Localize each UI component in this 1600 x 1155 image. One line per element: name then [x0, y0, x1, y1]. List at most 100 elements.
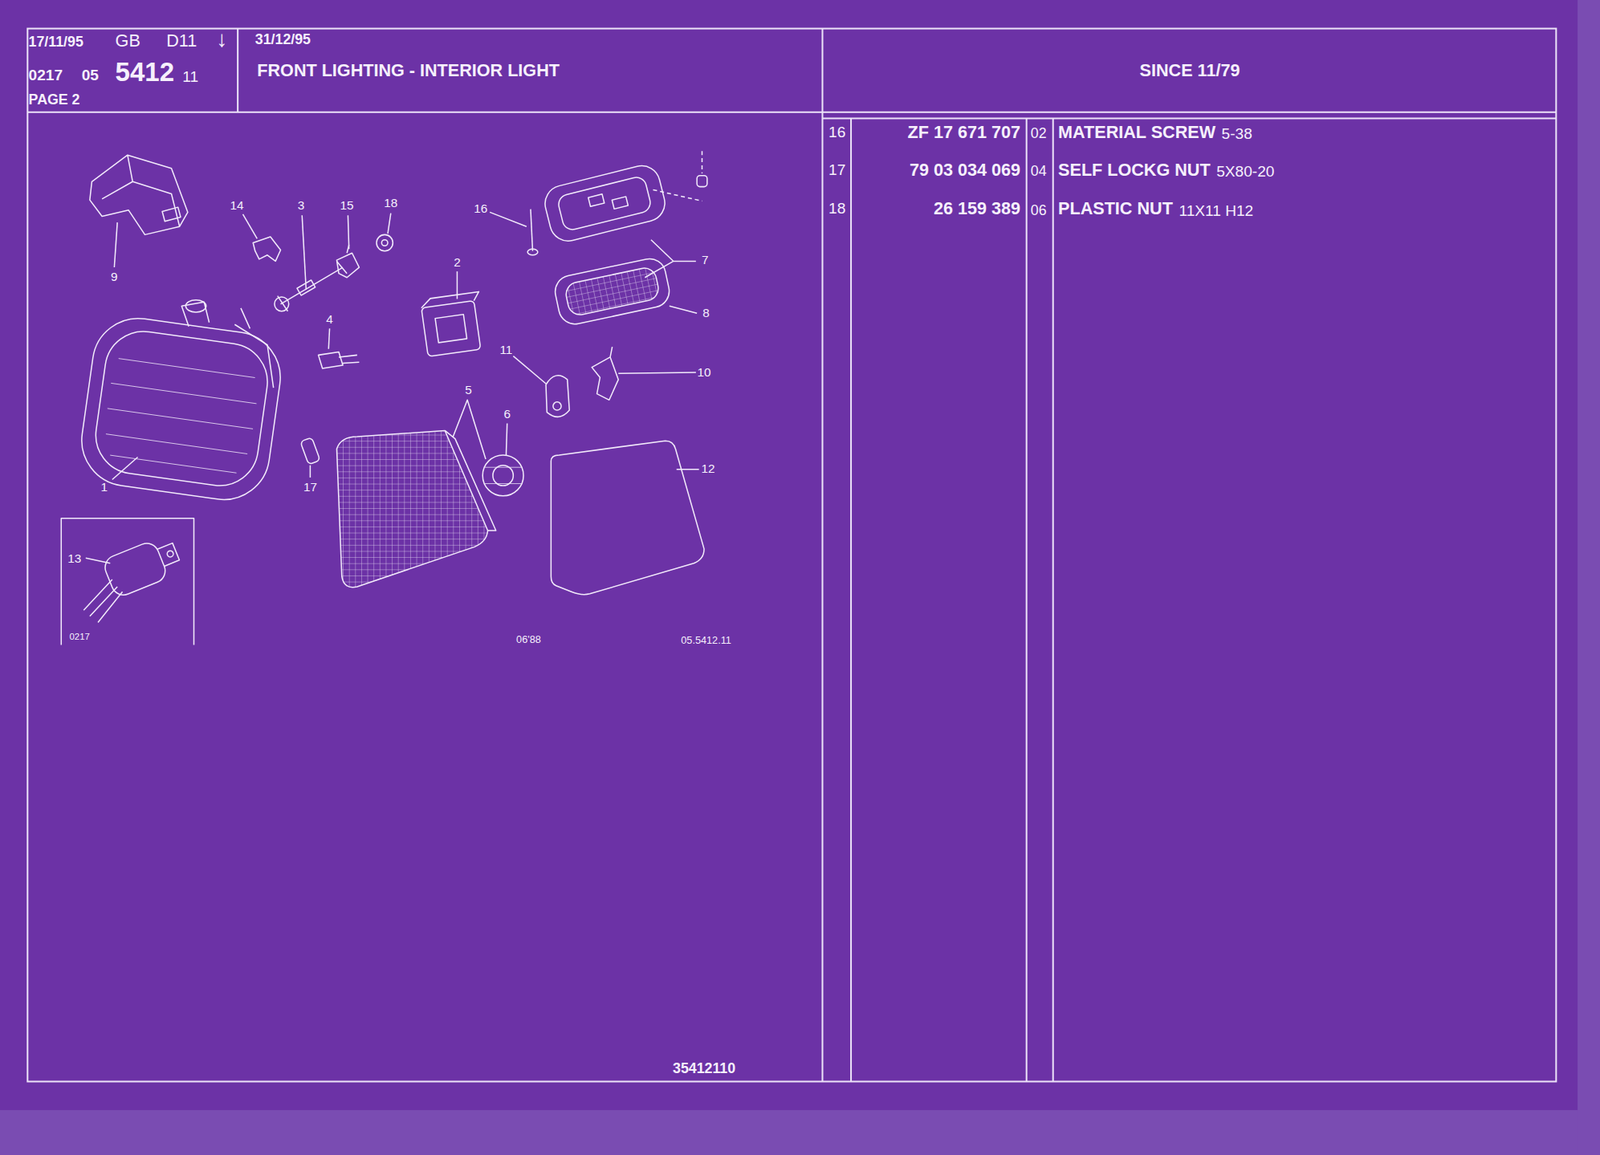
- callout-number: 12: [701, 461, 716, 477]
- table-frame: [27, 111, 1556, 114]
- arrow-mark: ↓: [216, 26, 228, 53]
- parts-illustration: [300, 437, 321, 465]
- callout-number: 8: [702, 305, 710, 321]
- parts-illustration: [444, 430, 497, 531]
- parts-illustration: [277, 260, 347, 311]
- callout-number: 10: [697, 365, 712, 380]
- parts-illustration: [376, 234, 393, 251]
- parts-illustration: [101, 533, 184, 599]
- parts-illustration: [61, 150, 708, 645]
- callout-number: 2: [453, 255, 461, 270]
- quantity: 04: [1030, 162, 1047, 180]
- table-frame: [1025, 118, 1028, 1082]
- parts-illustration: [336, 430, 488, 587]
- frame-number: 35412110: [672, 1060, 736, 1077]
- callout-number: 17: [303, 480, 318, 495]
- part-name: MATERIAL SCREW: [1058, 122, 1216, 143]
- parts-illustration: [101, 358, 261, 475]
- parts-illustration: [452, 399, 486, 460]
- parts-illustration: [676, 468, 700, 471]
- parts-illustration: [652, 189, 702, 201]
- callout-number: 9: [110, 269, 119, 285]
- parts-illustration: [243, 214, 258, 240]
- parts-illustration: [530, 209, 534, 252]
- parts-illustration: [435, 314, 467, 343]
- parts-illustration: [696, 175, 708, 188]
- section-number: 5412: [115, 56, 175, 88]
- table-frame: [822, 117, 1556, 119]
- parts-illustration: [301, 215, 306, 290]
- parts-illustration: [492, 465, 513, 486]
- parts-illustration: [61, 518, 194, 646]
- parts-illustration: [75, 312, 286, 505]
- parts-illustration: [527, 248, 538, 256]
- parts-illustration: [552, 256, 672, 328]
- parts-illustration: [588, 194, 605, 207]
- parts-illustration: [83, 579, 123, 623]
- callout-number: 5: [464, 382, 473, 398]
- drawing-date: 06'88: [516, 634, 542, 647]
- film-edge: [1577, 0, 1600, 1155]
- parts-illustration: [545, 375, 570, 418]
- table-frame: [1052, 118, 1055, 1082]
- page-number: PAGE 2: [28, 91, 81, 108]
- parts-illustration: [112, 456, 139, 480]
- parts-illustration: [336, 244, 359, 278]
- parts-illustration: [618, 372, 697, 374]
- parts-illustration: [489, 211, 527, 227]
- parts-illustration: [421, 301, 481, 358]
- callout-number: 4: [325, 312, 334, 327]
- language-code: GB: [115, 31, 141, 52]
- parts-illustration: [701, 150, 704, 174]
- parts-illustration: [274, 297, 290, 312]
- parts-illustration: [512, 356, 546, 384]
- parts-illustration: [89, 154, 188, 235]
- parts-illustration: [553, 402, 562, 411]
- parts-illustration: [541, 162, 669, 245]
- catalog-code: 0217: [28, 66, 63, 85]
- since-date: SINCE 11/79: [1139, 61, 1241, 82]
- parts-illustration: [85, 557, 111, 563]
- parts-illustration: [387, 213, 391, 234]
- parts-illustration: [90, 326, 273, 492]
- parts-illustration: [484, 467, 522, 484]
- table-frame: [821, 28, 823, 1083]
- part-name: SELF LOCKG NUT: [1058, 160, 1211, 181]
- parts-illustration: [347, 215, 349, 249]
- parts-illustration: [185, 300, 206, 313]
- inset-code: 0217: [69, 631, 90, 643]
- parts-illustration: [482, 455, 524, 497]
- parts-illustration: [611, 196, 628, 209]
- callout-number: 11: [500, 342, 513, 358]
- item-number: 17: [828, 161, 846, 180]
- parts-illustration: [157, 543, 180, 567]
- model-code: D11: [166, 31, 197, 52]
- film-edge: [0, 1110, 1600, 1155]
- table-frame: [27, 28, 1556, 1083]
- part-dimension: 5X80-20: [1216, 162, 1275, 181]
- part-name: PLASTIC NUT: [1058, 199, 1173, 220]
- issue-date: 17/11/95: [28, 33, 84, 50]
- parts-illustration: [505, 423, 507, 456]
- callout-number: 1: [100, 480, 108, 495]
- callout-number: 6: [504, 407, 512, 422]
- parts-illustration: [456, 271, 459, 299]
- parts-illustration: [309, 465, 312, 478]
- callout-number: 18: [383, 195, 398, 211]
- group-code: 05: [81, 66, 99, 85]
- parts-illustration: [644, 240, 697, 278]
- sub-section: 11: [182, 68, 199, 86]
- callout-number: 7: [701, 252, 709, 268]
- table-frame: [27, 28, 1556, 1083]
- parts-illustration: [328, 328, 330, 349]
- parts-illustration: [113, 222, 118, 268]
- part-number: 26 159 389: [933, 199, 1021, 220]
- part-dimension: 5-38: [1221, 125, 1253, 143]
- drawing-number: 05.5412.11: [680, 635, 732, 648]
- parts-illustration: [552, 256, 672, 328]
- callout-number: 16: [473, 201, 488, 216]
- callout-number: 14: [229, 198, 244, 213]
- parts-illustration: [252, 236, 281, 262]
